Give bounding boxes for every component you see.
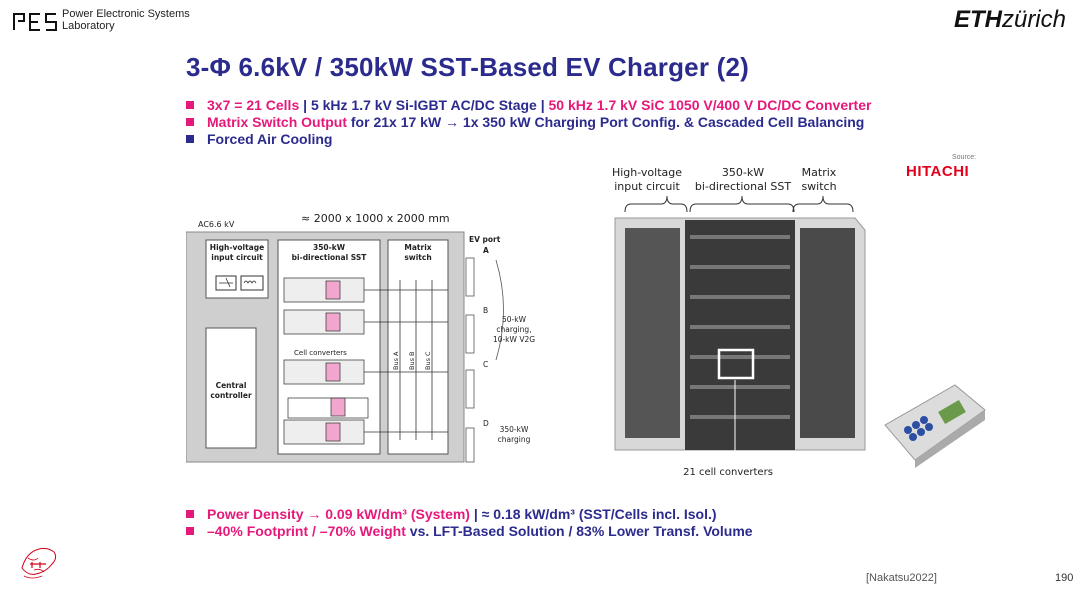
bullet-square-icon	[186, 135, 194, 143]
svg-text:charging: charging	[498, 435, 531, 444]
svg-text:B: B	[483, 306, 488, 315]
bullet-square-icon	[186, 101, 194, 109]
svg-text:21 cell converters: 21 cell converters	[683, 467, 773, 478]
bullet-square-icon	[186, 527, 194, 535]
svg-text:controller: controller	[210, 391, 252, 400]
svg-text:bi-directional SST: bi-directional SST	[292, 253, 368, 262]
svg-text:charging,: charging,	[496, 325, 531, 334]
svg-text:C: C	[483, 360, 488, 369]
svg-text:350-kW: 350-kW	[722, 166, 764, 179]
svg-text:350-kW: 350-kW	[313, 243, 346, 252]
svg-text:Bus A: Bus A	[392, 351, 400, 370]
bullet-cells: 3x7 = 21 Cells | 5 kHz 1.7 kV Si-IGBT AC…	[186, 97, 871, 114]
svg-text:input circuit: input circuit	[614, 180, 680, 193]
slide-title: 3-Φ 6.6kV / 350kW SST-Based EV Charger (…	[186, 52, 749, 82]
bullet-power-density: Power Density → 0.09 kW/dm³ (System) | ≈…	[186, 506, 717, 523]
svg-text:High-voltage: High-voltage	[210, 243, 264, 252]
citation: [Nakatsu2022]	[866, 572, 937, 584]
svg-text:Central: Central	[216, 381, 247, 390]
lab-name: Power Electronic Systems Laboratory	[62, 8, 190, 32]
pes-logo-icon	[13, 13, 57, 31]
source-label: Source:	[952, 154, 977, 161]
ac-label: AC6.6 kV	[198, 220, 235, 229]
svg-text:50-kW: 50-kW	[502, 315, 527, 324]
cabinet-photo: High-voltage input circuit 350-kW bi-dir…	[612, 166, 866, 480]
eth-zurich-logo: ETHzürich	[953, 6, 1066, 33]
svg-text:Matrix: Matrix	[404, 243, 431, 252]
svg-text:Bus B: Bus B	[408, 352, 416, 371]
bullet-square-icon	[186, 510, 194, 518]
svg-text:D: D	[483, 419, 489, 428]
svg-text:EV port: EV port	[469, 235, 501, 244]
svg-text:switch: switch	[801, 180, 836, 193]
cell-converters-label: Cell converters	[294, 349, 347, 357]
bullet-footprint: –40% Footprint / –70% Weight vs. LFT-Bas…	[186, 523, 753, 540]
charger-block-diagram: ≈ 2000 x 1000 x 2000 mm AC6.6 kV High-vo…	[186, 212, 535, 463]
bullet-matrix-switch: Matrix Switch Output for 21x 17 kW → 1x …	[186, 114, 864, 131]
svg-text:switch: switch	[404, 253, 431, 262]
bullet-square-icon	[186, 118, 194, 126]
svg-text:Matrix: Matrix	[802, 166, 837, 179]
svg-text:Bus C: Bus C	[424, 351, 432, 370]
svg-text:350-kW: 350-kW	[500, 425, 529, 434]
dims-label: ≈ 2000 x 1000 x 2000 mm	[301, 212, 450, 225]
svg-text:input circuit: input circuit	[211, 253, 263, 262]
epe-logo-icon	[21, 547, 57, 579]
page-number: 190	[1055, 572, 1074, 584]
svg-text:High-voltage: High-voltage	[612, 166, 682, 179]
cell-module-photo	[884, 384, 986, 468]
bullet-cooling: Forced Air Cooling	[186, 131, 332, 148]
svg-text:10-kW V2G: 10-kW V2G	[493, 335, 535, 344]
svg-text:A: A	[483, 246, 489, 255]
svg-text:bi-directional SST: bi-directional SST	[695, 180, 791, 193]
hitachi-logo: HITACHI	[906, 163, 970, 180]
